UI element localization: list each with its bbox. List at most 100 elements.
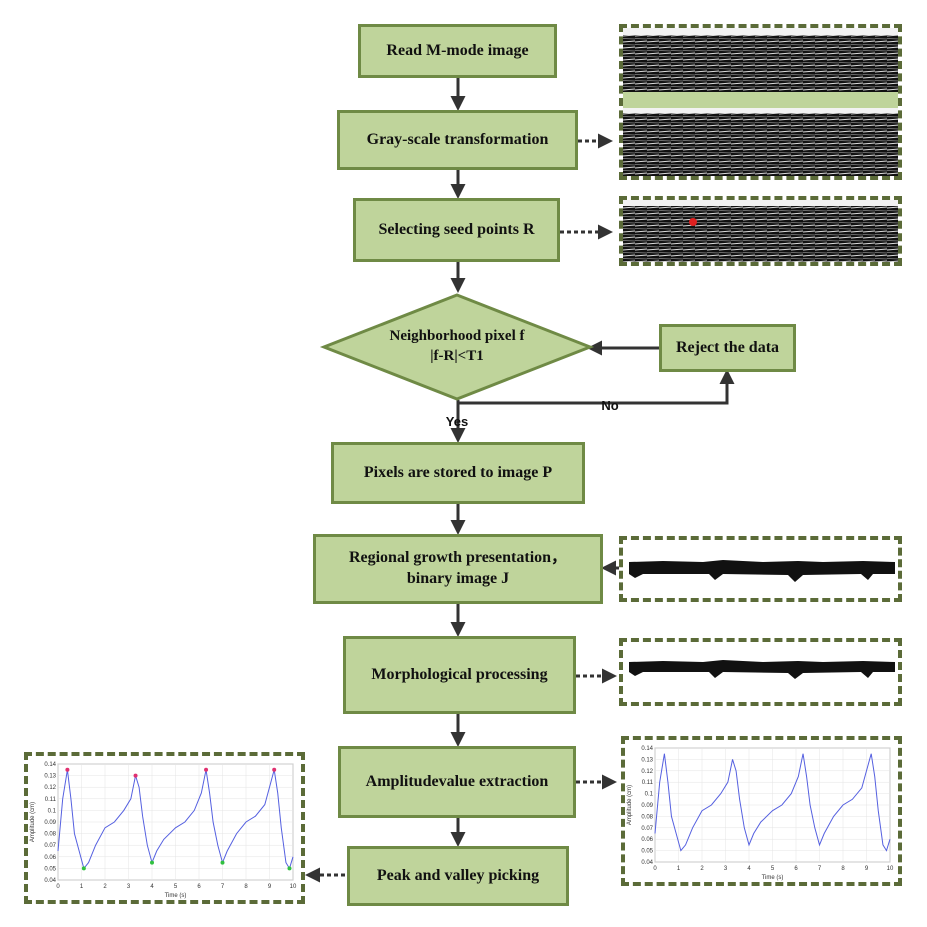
- seed-image: [623, 200, 898, 262]
- y-tick-label: 0.09: [44, 820, 56, 826]
- x-tick-label: 10: [290, 884, 297, 890]
- peak-marker: [133, 773, 138, 778]
- step-morphological: Morphological processing: [343, 636, 576, 714]
- y-tick-label: 0.04: [641, 860, 653, 866]
- step-peak-valley-label: Peak and valley picking: [376, 866, 540, 884]
- x-tick-label: 7: [221, 884, 225, 890]
- x-tick-label: 7: [818, 866, 822, 872]
- step-grayscale: Gray-scale transformation: [337, 110, 578, 170]
- y-tick-label: 0.07: [44, 843, 56, 849]
- x-tick-label: 5: [771, 866, 775, 872]
- branch-no-label: No: [601, 398, 618, 413]
- branch-yes-label: Yes: [446, 414, 468, 429]
- mmode-image-panel: [619, 24, 902, 180]
- x-axis-label: Time (s): [762, 875, 784, 881]
- x-axis-label: Time (s): [165, 893, 187, 899]
- valley-marker: [220, 860, 225, 865]
- step-read-mmode: Read M-mode image: [358, 24, 557, 78]
- step-regional-growth: Regional growth presentation， binary ima…: [313, 534, 603, 604]
- step-peak-valley: Peak and valley picking: [347, 846, 569, 906]
- regional-binary-panel: [619, 536, 902, 602]
- x-tick-label: 1: [80, 884, 84, 890]
- decision-text: Neighborhood pixel f |f-R|<T1: [344, 327, 570, 366]
- x-tick-label: 8: [244, 884, 248, 890]
- step-store-pixels-label: Pixels are stored to image P: [363, 463, 553, 481]
- step-reject: Reject the data: [659, 324, 796, 372]
- y-tick-label: 0.06: [641, 837, 653, 843]
- x-tick-label: 2: [103, 884, 107, 890]
- peak-marker: [204, 767, 209, 772]
- step-seed-points-label: Selecting seed points R: [378, 220, 535, 238]
- valley-marker: [287, 866, 292, 871]
- arrow-no-to-reject: [458, 369, 735, 405]
- decision-line-1: Neighborhood pixel f: [389, 328, 525, 344]
- morph-binary-panel: [619, 638, 902, 706]
- y-tick-label: 0.11: [45, 797, 57, 803]
- seed-point-marker: [689, 218, 697, 226]
- amplitude-chart: 0 1 2 3 4 5 6 7 8 9 10 0.04 0.05 0.06 0.07 0.08 0.09 0.1 0…: [627, 746, 894, 881]
- y-tick-label: 0.09: [641, 803, 653, 809]
- y-tick-label: 0.1: [48, 808, 57, 814]
- y-tick-label: 0.11: [642, 780, 654, 786]
- step-morphological-label: Morphological processing: [371, 665, 548, 683]
- x-tick-label: 9: [268, 884, 272, 890]
- mmode-images: [623, 28, 898, 176]
- signal-line: [57, 769, 294, 870]
- y-tick-label: 0.13: [44, 774, 56, 780]
- y-tick-label: 0.12: [44, 785, 56, 791]
- decision-diamond: [319, 293, 595, 401]
- y-tick-label: 0.13: [641, 757, 653, 763]
- y-tick-label: 0.05: [641, 849, 653, 855]
- y-tick-label: 0.07: [641, 826, 653, 832]
- y-tick-label: 0.1: [645, 792, 654, 798]
- x-tick-label: 0: [653, 866, 657, 872]
- step-grayscale-label: Gray-scale transformation: [366, 130, 549, 148]
- morph-image: [629, 660, 895, 679]
- y-tick-label: 0.08: [641, 814, 653, 820]
- y-tick-label: 0.05: [44, 866, 56, 872]
- y-tick-label: 0.14: [641, 746, 653, 752]
- step-regional-line-2: binary image J: [406, 570, 510, 587]
- x-tick-label: 1: [677, 866, 681, 872]
- mmode-gray-image: [623, 108, 898, 176]
- x-tick-label: 6: [794, 866, 798, 872]
- x-tick-label: 3: [127, 884, 131, 890]
- step-amplitude-label: Amplitudevalue extraction: [365, 772, 549, 790]
- y-tick-label: 0.14: [44, 762, 56, 768]
- x-tick-label: 6: [197, 884, 201, 890]
- y-axis-label: Amplitude (cm): [627, 785, 633, 825]
- amplitude-chart-panel: 0 1 2 3 4 5 6 7 8 9 10 0.04 0.05 0.06 0.07 0.08 0.09 0.1 0…: [621, 736, 902, 886]
- y-tick-label: 0.04: [44, 878, 56, 884]
- step-amplitude: Amplitudevalue extraction: [338, 746, 576, 818]
- valley-marker: [81, 866, 86, 871]
- valley-marker: [150, 860, 154, 865]
- signal-line: [654, 753, 891, 852]
- decision-line-2: |f-R|<T1: [430, 347, 484, 364]
- x-tick-label: 10: [887, 866, 894, 872]
- x-tick-label: 5: [174, 884, 178, 890]
- x-tick-label: 9: [865, 866, 869, 872]
- y-tick-label: 0.06: [44, 855, 56, 861]
- seed-image-panel: [619, 196, 902, 266]
- step-regional-line-1: Regional growth presentation，: [348, 549, 568, 567]
- y-tick-label: 0.08: [44, 832, 56, 838]
- x-tick-label: 2: [700, 866, 704, 872]
- step-store-pixels: Pixels are stored to image P: [331, 442, 585, 504]
- peak-marker: [272, 767, 277, 772]
- binary-image-j: [629, 560, 895, 582]
- x-tick-label: 4: [150, 884, 154, 890]
- step-seed-points: Selecting seed points R: [353, 198, 560, 262]
- step-read-mmode-label: Read M-mode image: [386, 41, 529, 59]
- y-tick-label: 0.12: [641, 769, 653, 775]
- x-tick-label: 3: [724, 866, 728, 872]
- peak-valley-chart: 0 1 2 3 4 5 6 7 8 9 10 0.04 0.05 0.06 0.07 0.08 0.09 0.1 0…: [30, 762, 297, 899]
- peak-chart-panel: 0 1 2 3 4 5 6 7 8 9 10 0.04 0.05 0.06 0.07 0.08 0.09 0.1 0…: [24, 752, 305, 904]
- step-reject-label: Reject the data: [675, 338, 780, 356]
- peak-marker: [65, 767, 70, 772]
- x-tick-label: 0: [56, 884, 60, 890]
- x-tick-label: 4: [747, 866, 751, 872]
- y-axis-label: Amplitude (cm): [30, 802, 36, 842]
- mmode-raw-image: [623, 28, 898, 92]
- x-tick-label: 8: [841, 866, 845, 872]
